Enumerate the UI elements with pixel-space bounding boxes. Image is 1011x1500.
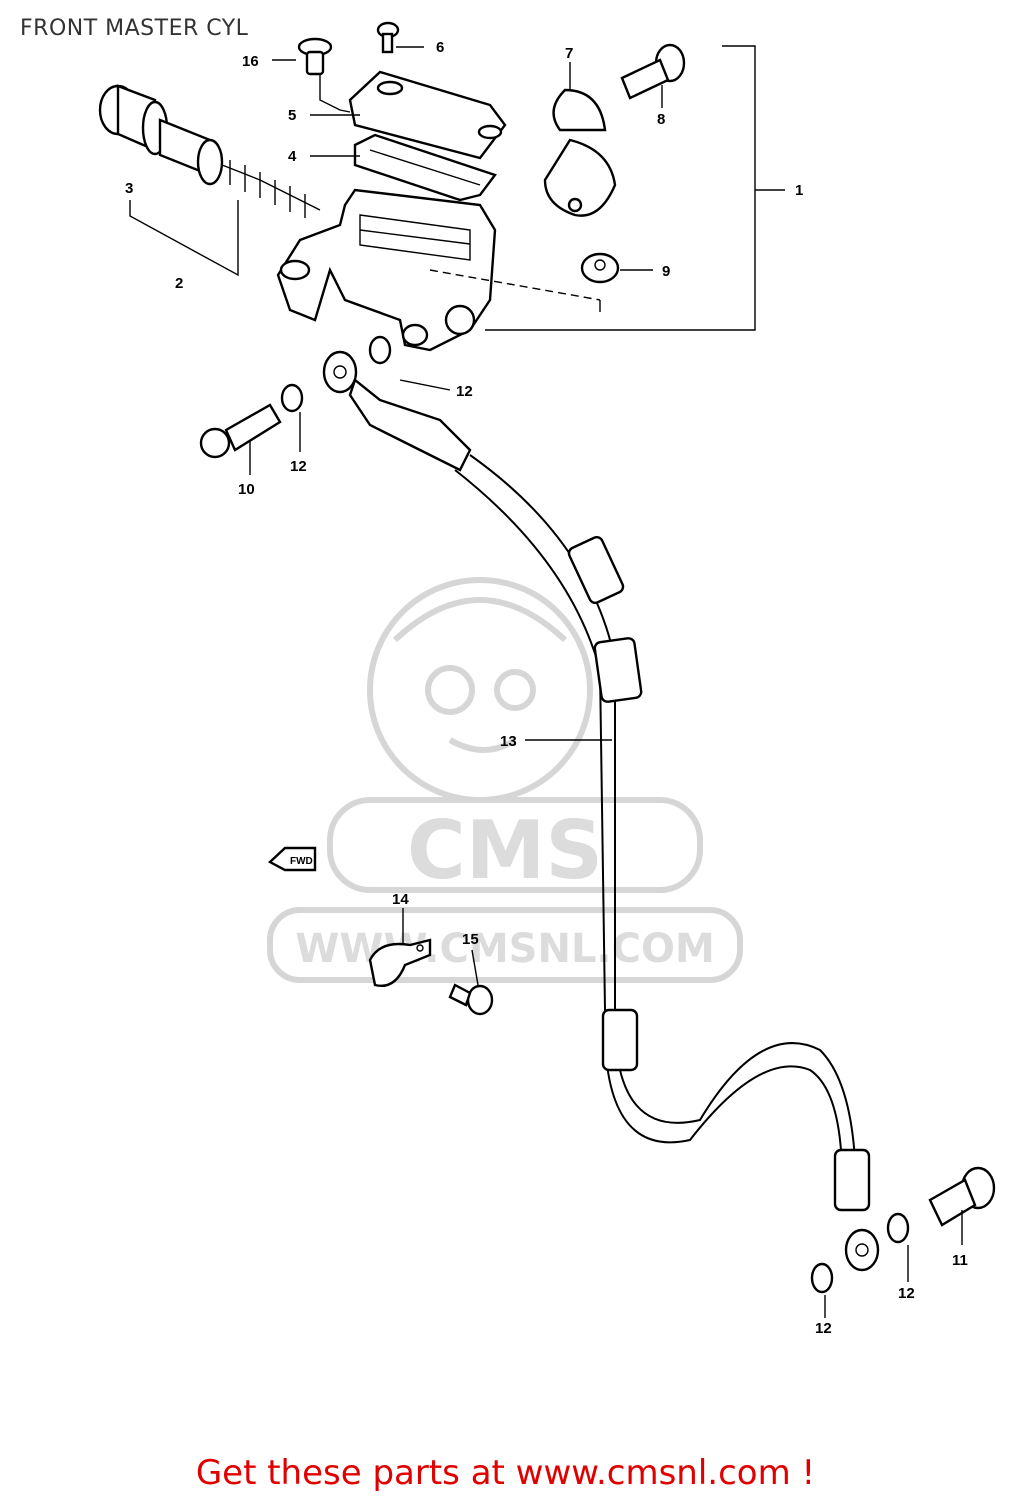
callout-12-lower-left: 12 [815,1320,832,1337]
brake-hose [322,350,880,1272]
callout-15: 15 [462,931,479,948]
washer-lower-right [886,1212,910,1244]
assembly-bracket [485,45,785,331]
callout-12-lower-right: 12 [898,1285,915,1302]
callout-5: 5 [288,107,296,124]
callout-numbers: 1 2 3 4 5 6 7 8 9 10 11 12 12 12 12 13 1… [125,39,968,1337]
piston-assembly [98,84,321,218]
callout-6: 6 [436,39,444,56]
diaphragm-plate [353,133,497,202]
callout-8: 8 [657,111,665,128]
watermark-logo: CMS WWW.CMSNL.COM [267,577,743,983]
callout-2: 2 [175,275,183,292]
washer-upper-right [368,335,392,365]
master-cylinder-body [276,188,497,352]
handlebar-clamp [543,88,617,217]
cap-screw [376,21,400,54]
banjo-bolt-upper [199,403,282,459]
callout-7: 7 [565,45,573,62]
diagram-title: FRONT MASTER CYL [20,16,249,41]
washer-upper-left [280,383,304,413]
rubber-boot [580,252,620,284]
callout-1: 1 [795,182,803,199]
callout-16: 16 [242,53,259,70]
callout-9: 9 [662,263,670,280]
callout-12-bolt-upper: 12 [290,458,307,475]
callout-13: 13 [500,733,517,750]
watermark-url: WWW.CMSNL.COM [295,926,715,972]
callout-10: 10 [238,481,255,498]
footer-link-text: Get these parts at www.cmsnl.com ! [195,1453,816,1493]
forward-arrow: FWD [267,846,317,872]
callout-11: 11 [952,1252,968,1269]
callout-4: 4 [288,148,297,165]
reservoir-plug [297,37,333,76]
bracket-2 [129,200,239,277]
hose-clamp [368,938,432,987]
callout-14: 14 [392,891,409,908]
callout-12-hose-upper: 12 [456,383,473,400]
banjo-bolt-lower [928,1166,996,1227]
forward-arrow-label: FWD [290,856,313,867]
callout-3: 3 [125,180,133,197]
clamp-bolt [620,43,686,100]
reservoir-cap [348,70,507,160]
watermark-brand: CMS [407,804,603,897]
washer-lower-left [810,1262,834,1294]
leader-lines [249,46,963,1318]
clamp-screw [448,983,494,1016]
